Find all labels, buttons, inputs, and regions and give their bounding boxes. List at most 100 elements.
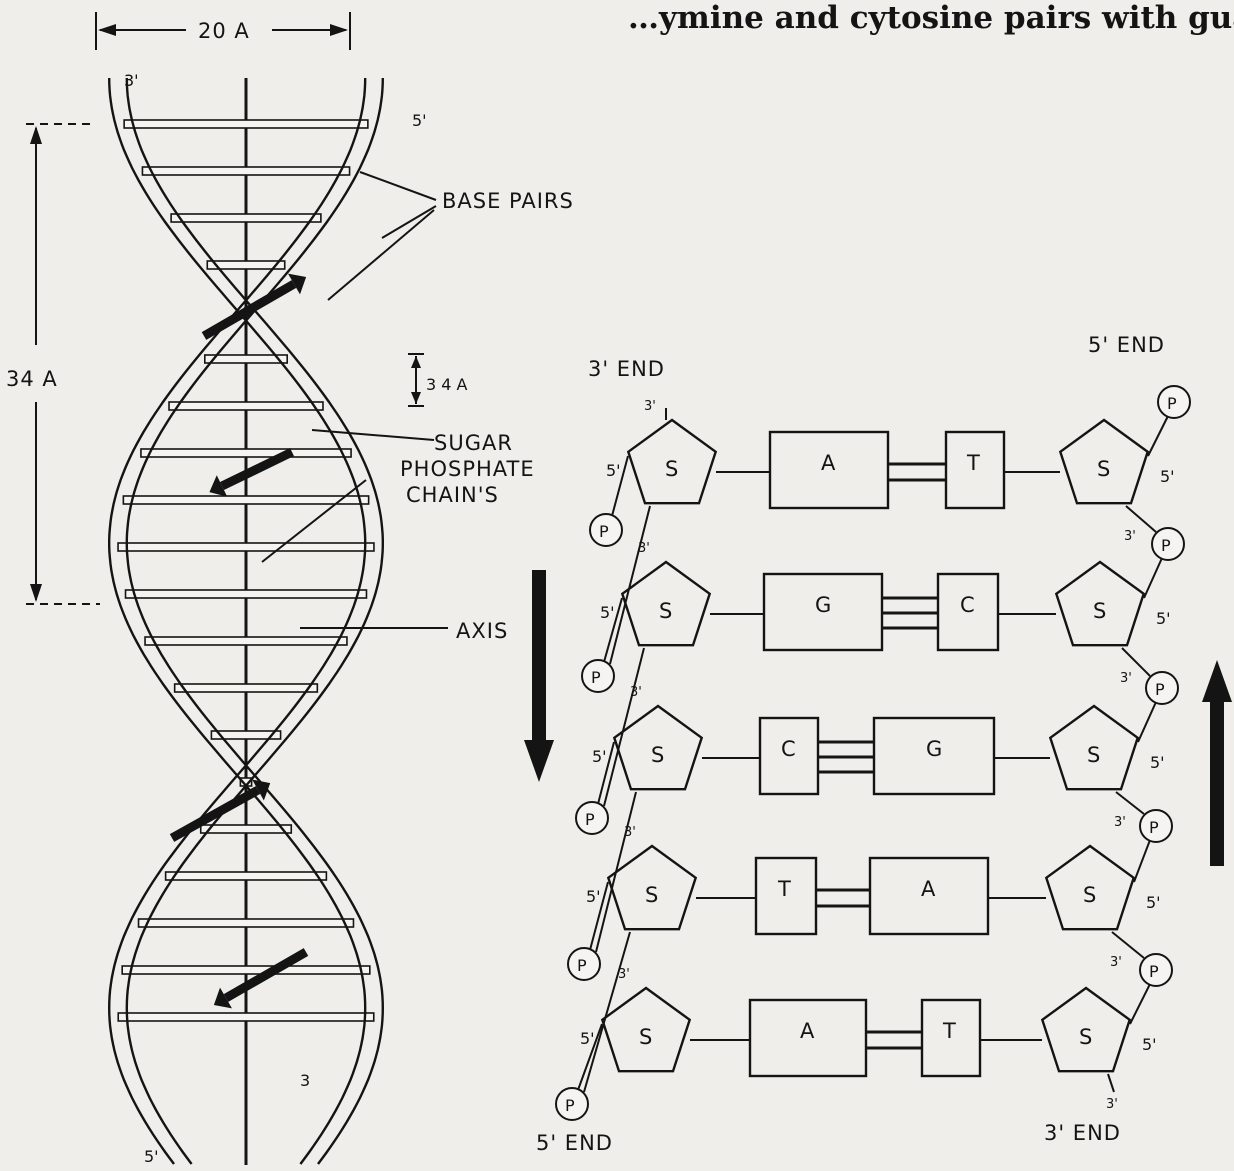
right-base-letter: G bbox=[926, 737, 942, 761]
left-phosphate-label: P bbox=[599, 522, 609, 541]
left-strand-down-arrow bbox=[524, 570, 554, 782]
right-strand-up-arrow bbox=[1202, 660, 1232, 866]
right-5-prime: 5' bbox=[1156, 609, 1171, 628]
rise-dimension bbox=[408, 354, 424, 406]
base-pair-rung bbox=[141, 449, 351, 457]
caption-fragment: …ymine and cytosine pairs with guanine. bbox=[628, 0, 1234, 36]
left-5-prime: 5' bbox=[606, 461, 621, 480]
right-3-prime: 3' bbox=[1124, 529, 1136, 544]
right-base-letter: T bbox=[942, 1019, 956, 1043]
right-phosphate-label: P bbox=[1155, 680, 1165, 699]
base-pair-row: S S A T 5' 5' 3' 3' bbox=[606, 399, 1175, 544]
width-label: 20 A bbox=[198, 19, 250, 43]
left-phosphate-label: P bbox=[565, 1096, 575, 1115]
right-sugar-label: S bbox=[1087, 743, 1100, 767]
right-phosphate-label: P bbox=[1149, 962, 1159, 981]
base-pair-rung bbox=[145, 637, 347, 645]
ladder-right-top-end: 5' END bbox=[1088, 333, 1165, 357]
right-backbone-bond bbox=[1144, 558, 1162, 598]
base-pair-rung bbox=[118, 543, 374, 551]
helix-end-top-left: 3' bbox=[124, 71, 139, 90]
left-phosphate-label: P bbox=[577, 956, 587, 975]
base-pair-ladder: S S A T 5' 5' 3' 3' S S G C 5' 5' 3' 3' S S C G 5' 5' 3' 3' S S T A… bbox=[556, 386, 1190, 1120]
pitch-dimension bbox=[26, 124, 100, 604]
left-5-prime: 5' bbox=[580, 1029, 595, 1048]
base-pair-rung bbox=[171, 214, 321, 222]
base-pair-rung bbox=[124, 120, 368, 128]
strand-arrow-shaft bbox=[226, 952, 306, 998]
base-pair-rung bbox=[166, 872, 327, 880]
left-sugar-label: S bbox=[639, 1025, 652, 1049]
right-5-prime: 5' bbox=[1146, 893, 1161, 912]
right-backbone-bond bbox=[1116, 792, 1144, 814]
helix-end-bottom-right: 3 bbox=[300, 1071, 310, 1090]
right-3-prime: 3' bbox=[1110, 955, 1122, 970]
left-base-letter: T bbox=[777, 877, 791, 901]
label-leader-lines bbox=[262, 172, 448, 628]
helix-end-bottom-left: 5' bbox=[144, 1147, 159, 1166]
sugar-label: SUGAR bbox=[434, 431, 513, 455]
base-pair-rung bbox=[175, 684, 318, 692]
left-5-prime: 5' bbox=[586, 887, 601, 906]
ladder-left-top-end: 3' END bbox=[588, 357, 665, 381]
left-3-prime: 3' bbox=[644, 399, 656, 414]
left-phosphate-label: P bbox=[591, 668, 601, 687]
pitch-label: 34 A bbox=[6, 367, 58, 391]
left-5-prime: 5' bbox=[592, 747, 607, 766]
right-sugar-label: S bbox=[1097, 457, 1110, 481]
axis-label: AXIS bbox=[456, 619, 508, 643]
left-5-prime: 5' bbox=[600, 603, 615, 622]
right-phosphate-label: P bbox=[1161, 536, 1171, 555]
strand-1-edge bbox=[109, 78, 365, 1164]
right-5-prime: 5' bbox=[1142, 1035, 1157, 1054]
right-5-prime: 5' bbox=[1160, 467, 1175, 486]
right-phosphate-label: P bbox=[1167, 394, 1177, 413]
right-base-letter: C bbox=[960, 593, 975, 617]
left-sugar-label: S bbox=[651, 743, 664, 767]
right-base-letter: A bbox=[921, 877, 936, 901]
left-sugar-label: S bbox=[645, 883, 658, 907]
right-phosphate-label: P bbox=[1149, 818, 1159, 837]
right-backbone-bond bbox=[1130, 984, 1150, 1024]
left-base-letter: G bbox=[815, 593, 831, 617]
strand-arrow-shaft bbox=[204, 284, 294, 336]
base-pair-rung bbox=[169, 402, 323, 410]
strand-2-edge bbox=[109, 78, 365, 1164]
base-pair-rung bbox=[126, 590, 367, 598]
left-sugar-label: S bbox=[665, 457, 678, 481]
strand-2-edge bbox=[127, 78, 383, 1164]
right-backbone-bond bbox=[1134, 840, 1150, 882]
phosphate-label: PHOSPHATE bbox=[400, 457, 535, 481]
base-pair-rung bbox=[139, 919, 354, 927]
left-base-letter: A bbox=[800, 1019, 815, 1043]
right-sugar-label: S bbox=[1083, 883, 1096, 907]
base-pairs-label: BASE PAIRS bbox=[442, 189, 574, 213]
right-3-prime: 3' bbox=[1120, 671, 1132, 686]
right-sugar-label: S bbox=[1093, 599, 1106, 623]
right-3-prime: 3' bbox=[1114, 815, 1126, 830]
ladder-right-bottom-end: 3' END bbox=[1044, 1121, 1121, 1145]
base-pair-rung bbox=[201, 825, 292, 833]
base-pair-rung bbox=[118, 1013, 374, 1021]
left-base-letter: C bbox=[781, 737, 796, 761]
base-pair-rung bbox=[123, 496, 368, 504]
left-phosphate-label: P bbox=[585, 810, 595, 829]
left-sugar-label: S bbox=[659, 599, 672, 623]
chains-label: CHAIN'S bbox=[406, 483, 499, 507]
base-pair-rung bbox=[122, 966, 370, 974]
ladder-left-bottom-end: 5' END bbox=[536, 1131, 613, 1155]
helix-end-top-right: 5' bbox=[412, 111, 427, 130]
double-helix bbox=[109, 78, 383, 1165]
base-pair-rung bbox=[142, 167, 349, 175]
right-sugar-label: S bbox=[1079, 1025, 1092, 1049]
right-3-prime: 3' bbox=[1106, 1097, 1118, 1112]
right-bottom-stub bbox=[1108, 1074, 1114, 1092]
right-backbone-bond bbox=[1138, 702, 1156, 742]
right-base-letter: T bbox=[966, 451, 980, 475]
left-base-letter: A bbox=[821, 451, 836, 475]
